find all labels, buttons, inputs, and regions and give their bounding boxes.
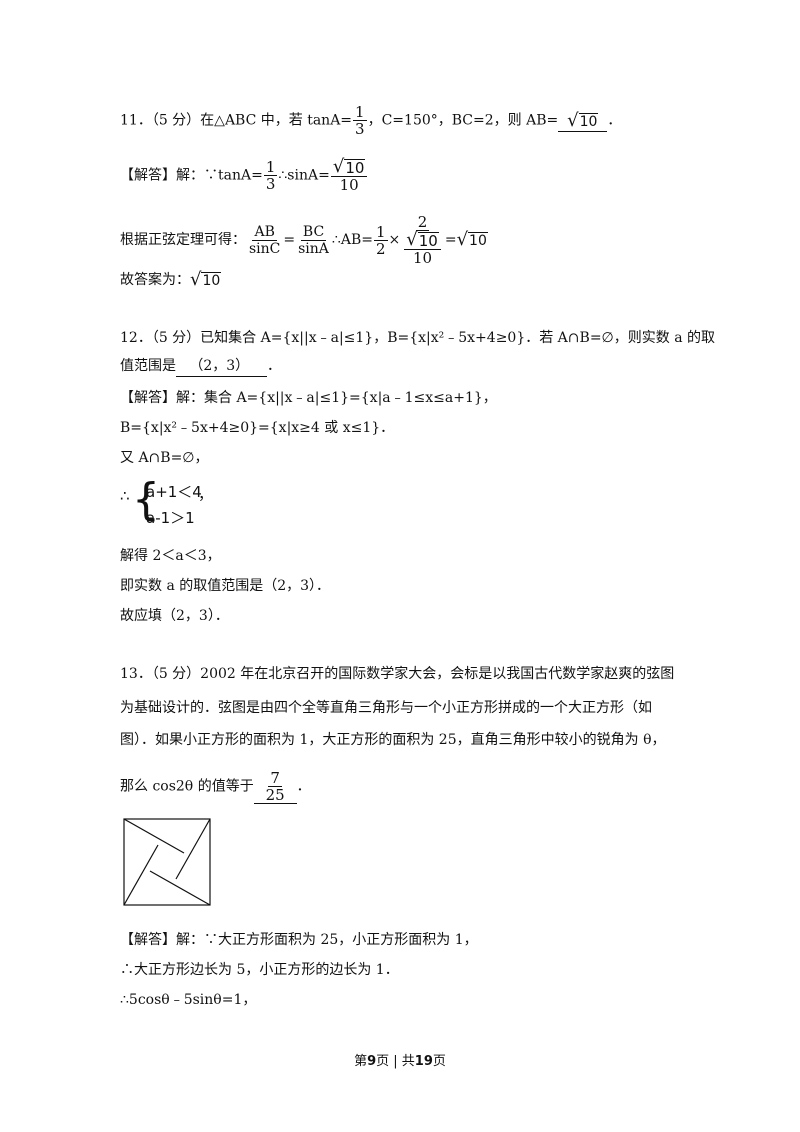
total-pages: 19	[414, 1054, 433, 1069]
q12-system-brace: {	[132, 474, 160, 525]
chord-line-4	[123, 844, 159, 906]
q12-solution-line-2: B={x|x²﹣5x+4≥0}={x|x≥4 或 x≤1}．	[120, 420, 395, 436]
q13-solution-line-1: 【解答】解：∵大正方形面积为 25，小正方形面积为 1，	[120, 932, 478, 948]
outer-square	[123, 818, 211, 906]
q12-line-1: 12．（5 分）已知集合 A={x||x﹣a|≤1}，B={x|x²﹣5x+4≥…	[120, 330, 715, 346]
q12-solution-line-4: 解得 2＜a＜3，	[120, 548, 221, 564]
q12-system-line-2: a-1＞1	[146, 509, 195, 527]
q13-solution-line-3: ∴5cosθ﹣5sinθ=1，	[120, 992, 257, 1008]
q12-solution-line-3: 又 A∩B=∅，	[120, 450, 209, 466]
q11-middle: ，C=150°，BC=2，则 AB=	[367, 112, 559, 129]
q12-solution-line-6: 故应填（2，3）．	[120, 608, 229, 624]
q13-solution-line-2: ∴大正方形边长为 5，小正方形的边长为 1．	[120, 962, 399, 978]
current-page-number: 9	[367, 1054, 377, 1069]
q12-answer-blank: （2，3）	[176, 356, 267, 377]
q12-solution-line-1: 【解答】解：集合 A={x||x﹣a|≤1}={x|a﹣1≤x≤a+1}，	[120, 390, 497, 406]
chord-line-2	[175, 818, 211, 880]
q13-line-2: 为基础设计的．弦图是由四个全等直角三角形与一个小正方形拼成的一个大正方形（如	[120, 700, 652, 716]
q12-solution-line-5: 即实数 a 的取值范围是（2，3）．	[120, 578, 331, 594]
q11-final-radical: √10	[190, 269, 222, 290]
zhao-shuang-chord-diagram	[123, 818, 211, 906]
q12-system-line-1: a+1＜4	[146, 483, 202, 501]
q11-answer-blank: √10	[558, 109, 608, 132]
q11-law-result: √10	[456, 229, 488, 250]
q11-answer-radical: √10	[567, 109, 599, 131]
chord-line-1	[123, 818, 185, 854]
q12-therefore: ∴	[120, 487, 130, 505]
q11-prefix: 11．（5 分）在△ABC 中，若 tanA=	[120, 112, 353, 129]
q13-line-3: 图）．如果小正方形的面积为 1，大正方形的面积为 25，直角三角形中较小的锐角为…	[120, 732, 666, 748]
q12-line-2: 值范围是 （2，3） ．	[120, 356, 281, 377]
q11-answer-line: 故答案为：√10	[120, 269, 222, 290]
page-footer: 第9页 | 共19页	[354, 1054, 446, 1069]
q12-system-comma: ，	[198, 485, 214, 503]
chord-line-3	[149, 870, 211, 906]
q11-solution-label: 【解答】解：∵tanA=	[120, 167, 263, 184]
q13-line-1: 13．（5 分）2002 年在北京召开的国际数学家大会，会标是以我国古代数学家赵…	[120, 666, 675, 682]
